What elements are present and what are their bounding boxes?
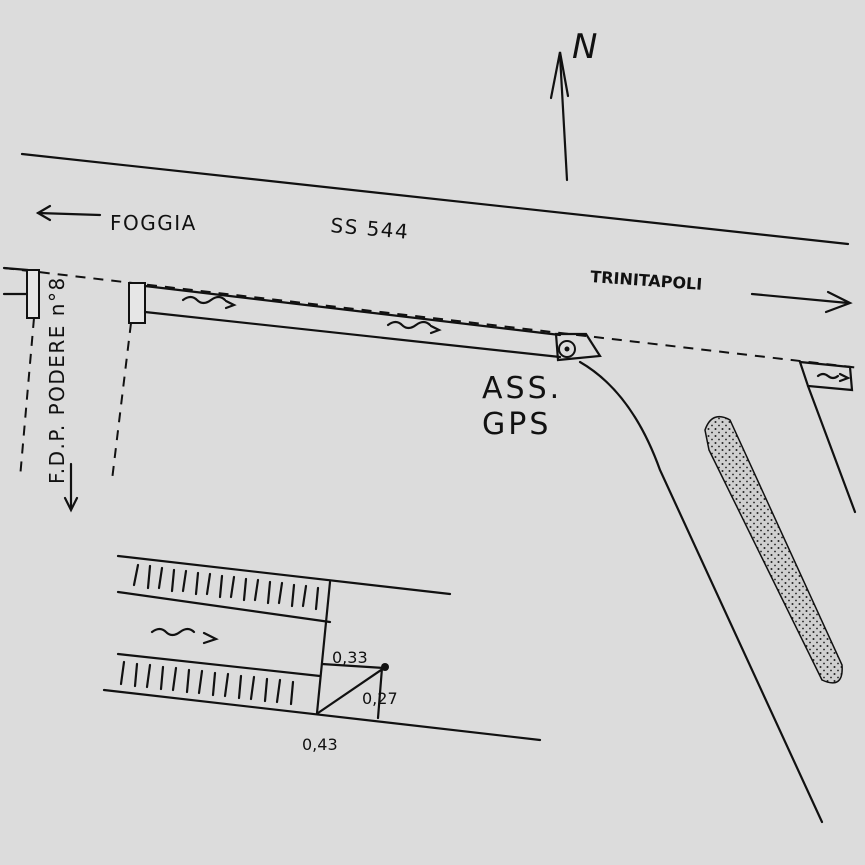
- flow-arrow-icon: [816, 372, 851, 383]
- label-ass: ASS.: [482, 371, 562, 406]
- canal-edge-top: [143, 284, 562, 337]
- road-edge-start: [2, 266, 30, 272]
- flow-arrow-icon: [150, 627, 219, 645]
- canal-edge-bottom: [143, 310, 562, 359]
- arrow-left-icon: [35, 204, 102, 222]
- dim-side: 0,27: [362, 689, 398, 708]
- culvert-head-right: [128, 282, 146, 324]
- label-trinitapoli: TRINITAPOLI: [590, 267, 703, 294]
- arrow-right-icon: [750, 290, 853, 314]
- north-arrow-icon: [549, 51, 570, 182]
- flow-arrow-icon: [386, 320, 442, 335]
- label-gps: GPS: [482, 407, 551, 442]
- road-edge-north: [20, 152, 850, 246]
- detail-section: [102, 554, 542, 742]
- label-road: SS 544: [330, 213, 411, 244]
- dim-bottom: 0,43: [302, 735, 338, 754]
- arrow-down-icon: [63, 462, 79, 513]
- gps-station-dot: [564, 346, 570, 352]
- gps-station-icon: [558, 340, 576, 358]
- north-label: N: [572, 27, 597, 67]
- right-canal-edge: [806, 384, 857, 514]
- podere-boundary-left: [19, 317, 35, 479]
- gps-station-box: [554, 332, 602, 362]
- label-foggia: FOGGIA: [110, 211, 197, 235]
- podere-boundary-right: [111, 322, 132, 481]
- culvert-head-left: [26, 269, 40, 319]
- dim-top: 0,33: [332, 648, 368, 667]
- road-curve-south: [578, 360, 824, 824]
- vegetation-marks-upper: [132, 563, 320, 611]
- right-canal-head: [798, 360, 854, 392]
- vegetation-marks-lower: [119, 660, 295, 706]
- stippled-island: [704, 415, 843, 684]
- flow-arrow-icon: [181, 295, 237, 310]
- label-podere: F.D.P. PODERE n°8: [45, 276, 69, 484]
